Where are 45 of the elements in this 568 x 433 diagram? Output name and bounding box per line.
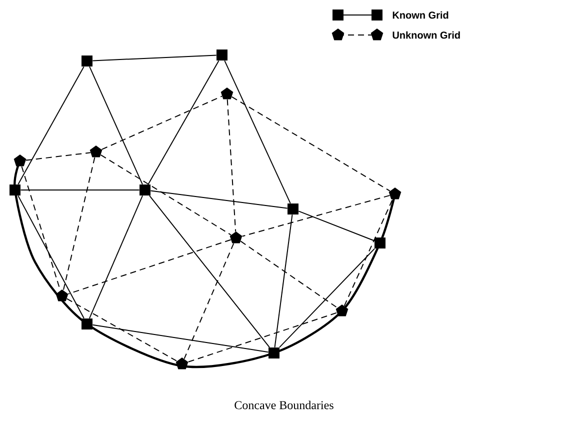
grid-point	[220, 88, 234, 100]
line	[149, 195, 270, 348]
line	[224, 60, 291, 204]
grid-point	[14, 154, 26, 166]
line	[18, 66, 84, 185]
grid-square	[374, 238, 386, 248]
line	[89, 66, 143, 185]
dashed-line	[100, 154, 232, 236]
grid-square	[82, 318, 92, 330]
grid-point	[230, 232, 242, 244]
dashed-line	[62, 156, 96, 291]
grid-point	[56, 290, 68, 302]
grid-square	[82, 56, 92, 66]
grid-point	[336, 304, 348, 316]
grid-point	[388, 188, 402, 200]
grid-square	[268, 348, 280, 358]
dashed-line	[25, 152, 91, 161]
line	[18, 195, 84, 319]
dashed-line	[231, 96, 390, 192]
legend-label: Unknown Grid	[392, 31, 460, 39]
line	[150, 190, 288, 209]
grid-point	[90, 146, 102, 158]
dashed-line	[344, 198, 394, 306]
dashed-line	[66, 298, 178, 362]
line	[298, 210, 375, 242]
dashed-line	[226, 98, 236, 232]
dashed-line	[188, 312, 338, 362]
caption: Concave Boundaries	[234, 400, 334, 410]
dashed-line	[68, 239, 232, 294]
legend-label: Known Grid	[392, 11, 448, 19]
grid-square	[216, 50, 228, 60]
line	[88, 195, 144, 319]
line	[148, 60, 220, 185]
line	[274, 214, 293, 348]
grid-point	[176, 358, 188, 370]
line	[279, 248, 376, 348]
line	[92, 54, 217, 62]
grid-square	[288, 204, 298, 214]
dashed-line	[101, 96, 222, 150]
grid-square	[140, 184, 150, 196]
grid-square	[10, 184, 20, 196]
line	[92, 324, 269, 353]
dashed-line	[240, 240, 338, 308]
dashed-line	[242, 194, 390, 237]
dashed-line	[184, 242, 234, 360]
